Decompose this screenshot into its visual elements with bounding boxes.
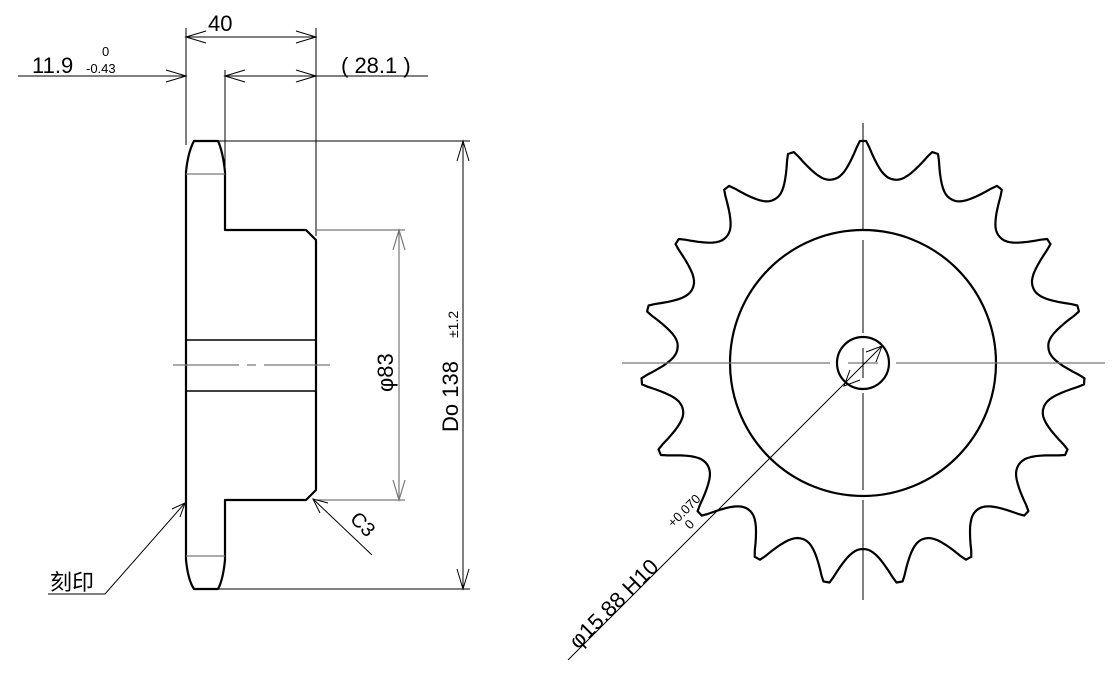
arrow-icon <box>171 502 186 518</box>
arrow-icon <box>312 498 329 514</box>
dim-40-label: 40 <box>208 11 232 36</box>
bore-tol-lower: 0 <box>682 516 698 532</box>
arrow-icon <box>295 30 318 44</box>
arrow-icon <box>456 139 470 162</box>
arrow-icon <box>392 227 406 251</box>
dim-11-9-tol-upper: 0 <box>102 44 109 59</box>
front-view <box>567 123 1105 661</box>
side-view <box>18 28 470 595</box>
leader-bore <box>567 345 883 661</box>
bore-dimension-label: φ15.88 H10 <box>564 554 664 654</box>
arrow-icon <box>165 69 188 83</box>
chamfer-c3-label: C3 <box>345 508 379 542</box>
dim-28-1-label: ( 28.1 ) <box>341 53 411 78</box>
arrow-icon <box>392 479 406 503</box>
dim-11-9-tol-lower: -0.43 <box>86 61 116 76</box>
dim-83-label: φ83 <box>373 353 398 392</box>
sprocket-side-profile <box>184 139 318 591</box>
arrow-icon <box>295 69 318 83</box>
arrow-icon <box>843 369 861 387</box>
arrow-icon <box>223 69 246 83</box>
arrow-icon <box>456 568 470 591</box>
marking-label: 刻印 <box>50 570 94 595</box>
leader-c3 <box>312 498 373 556</box>
leader-marking <box>48 502 186 595</box>
bore-circle <box>835 335 891 391</box>
dim-11-9-label: 11.9 <box>32 53 73 78</box>
arrow-icon <box>184 30 207 44</box>
dim-do-tol: ±1.2 <box>445 311 461 338</box>
dim-do-label: Do 138 <box>438 361 463 432</box>
arrow-icon <box>865 345 883 363</box>
